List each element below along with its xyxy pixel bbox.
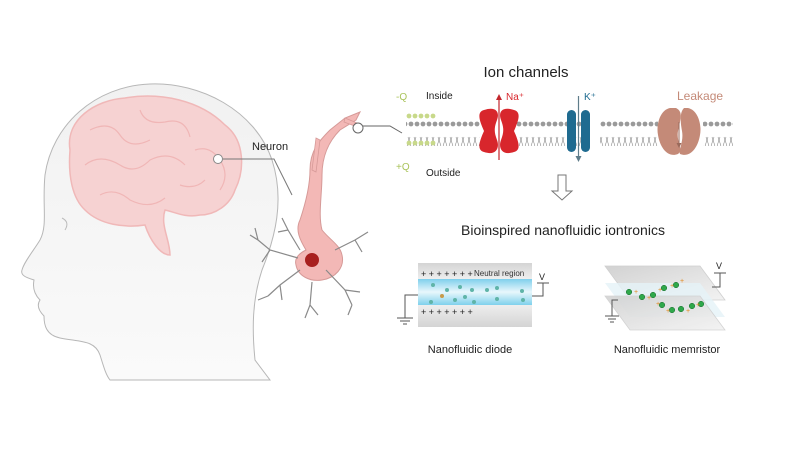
svg-text:+: + bbox=[696, 302, 700, 309]
lipid-membrane-icon bbox=[406, 112, 733, 146]
outside-label: Outside bbox=[426, 168, 461, 179]
neuron-icon bbox=[295, 111, 362, 281]
svg-text:+: + bbox=[670, 283, 674, 290]
charge-outside-label: +Q bbox=[396, 162, 410, 173]
potassium-channel-icon bbox=[567, 96, 590, 162]
svg-text:+: + bbox=[666, 308, 670, 315]
svg-text:+: + bbox=[658, 287, 662, 294]
diode-voltage-wire bbox=[532, 283, 544, 297]
sodium-channel-icon bbox=[479, 94, 519, 160]
ion-channels-title: Ion channels bbox=[483, 64, 568, 81]
head-illustration: Neuron bbox=[21, 83, 293, 381]
ion-channels-panel: Ion channels -Q Inside +Q Outside bbox=[396, 64, 733, 201]
down-arrow-outline-icon bbox=[550, 174, 574, 201]
nanofluidic-diode-illustration: + + + + + + + Neutral region + + + + + +… bbox=[397, 263, 549, 356]
svg-text:+: + bbox=[647, 295, 651, 302]
svg-text:+: + bbox=[686, 308, 690, 315]
charge-inside-label: -Q bbox=[396, 92, 407, 103]
ground-symbol-icon bbox=[397, 317, 413, 325]
memristor-caption: Nanofluidic memristor bbox=[614, 344, 721, 356]
inside-label: Inside bbox=[426, 91, 453, 102]
svg-text:+: + bbox=[656, 301, 660, 308]
leakage-channel-icon bbox=[657, 108, 701, 155]
svg-text:+: + bbox=[634, 289, 638, 296]
neutral-region-label: Neutral region bbox=[474, 269, 524, 278]
membrane-callout-line bbox=[363, 125, 403, 134]
memristor-ground-wire bbox=[611, 299, 618, 316]
diode-bottom-charges: + + + + + + + bbox=[421, 307, 473, 317]
ear-icon bbox=[61, 217, 68, 231]
nanofluidics-panel: Bioinspired nanofluidic iontronics + + +… bbox=[397, 222, 726, 356]
brain-icon bbox=[68, 95, 243, 256]
diode-ground-wire bbox=[404, 294, 418, 318]
memristor-voltage-wire bbox=[712, 273, 721, 288]
diode-voltage-label: V bbox=[539, 272, 545, 282]
potassium-label: K⁺ bbox=[584, 92, 596, 103]
leakage-label: Leakage bbox=[677, 89, 723, 103]
neuron-callout-marker bbox=[213, 154, 223, 164]
memristor-voltage-label: V bbox=[716, 261, 722, 271]
dendrites bbox=[249, 217, 369, 319]
diode-top-charges: + + + + + + + bbox=[421, 269, 473, 279]
neuron-illustration bbox=[249, 111, 403, 319]
diode-caption: Nanofluidic diode bbox=[428, 344, 512, 356]
brain-folds bbox=[84, 109, 226, 206]
neuron-callout-line bbox=[223, 158, 293, 196]
nanofluidic-memristor-illustration: + + + + + + + + + V Nanofluidic memristor bbox=[604, 261, 726, 356]
nucleus-icon bbox=[305, 253, 319, 267]
neuron-label: Neuron bbox=[252, 141, 288, 153]
sodium-label: Na⁺ bbox=[506, 92, 524, 103]
svg-text:+: + bbox=[680, 278, 684, 285]
nanofluidics-title: Bioinspired nanofluidic iontronics bbox=[461, 222, 665, 238]
membrane-callout-marker bbox=[352, 122, 364, 134]
ground-symbol-icon bbox=[605, 315, 619, 323]
